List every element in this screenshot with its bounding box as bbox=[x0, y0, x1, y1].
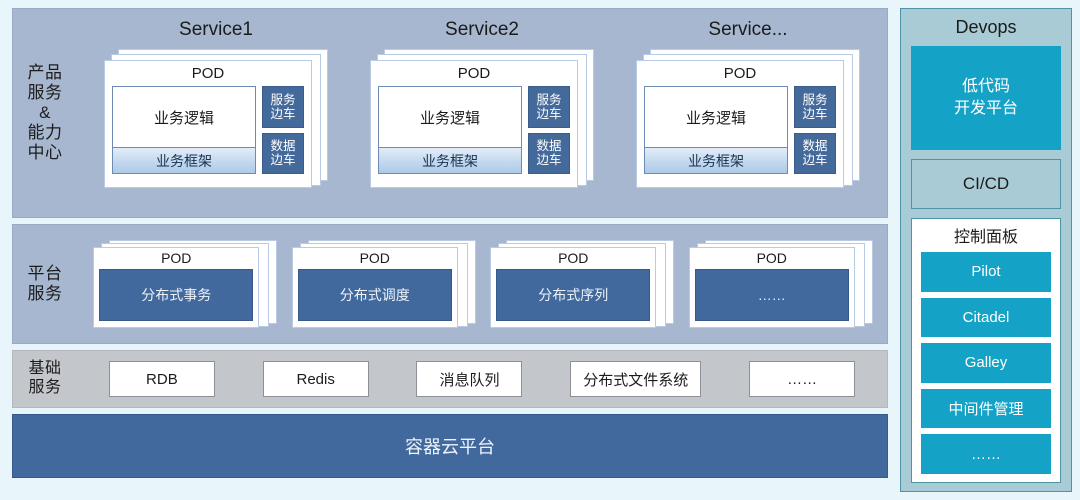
platform-pod-stack[interactable]: POD 分布式调度 bbox=[291, 240, 476, 328]
service-sidecar-box: 服务 边车 bbox=[262, 86, 304, 128]
pod-title: POD bbox=[359, 250, 390, 266]
service-sidecar-box: 服务 边车 bbox=[794, 86, 836, 128]
service-group-container: Service1 POD 业务逻辑 业务框架 bbox=[77, 9, 887, 217]
devops-title: Devops bbox=[955, 17, 1017, 37]
layer-platform-services: 平台 服务 POD 分布式事务 POD 分布式调度 bbox=[12, 224, 888, 344]
business-framework-bar: 业务框架 bbox=[379, 147, 521, 173]
infra-item-distributed-filesystem[interactable]: 分布式文件系统 bbox=[570, 361, 702, 397]
platform-service-label: …… bbox=[694, 269, 849, 321]
business-logic-column: 业务逻辑 业务框架 bbox=[378, 86, 522, 174]
business-logic-column: 业务逻辑 业务框架 bbox=[112, 86, 256, 174]
platform-pod-card[interactable]: POD 分布式事务 bbox=[93, 247, 260, 328]
infra-item-message-queue[interactable]: 消息队列 bbox=[416, 361, 523, 397]
pod-body: 业务逻辑 业务框架 服务 边车 数据 边车 bbox=[378, 86, 570, 174]
control-item-middleware-management[interactable]: 中间件管理 bbox=[921, 388, 1051, 429]
pod-title: POD bbox=[457, 65, 491, 82]
service-title: Service... bbox=[708, 19, 788, 40]
service-block[interactable]: Service1 POD 业务逻辑 业务框架 bbox=[90, 9, 342, 189]
main-stack-column: 产品 服务 & 能力 中心 Service1 POD 业务逻辑 bbox=[12, 8, 888, 492]
cicd-box[interactable]: CI/CD bbox=[911, 159, 1061, 209]
pod-stack[interactable]: POD 业务逻辑 业务框架 服务 边车 数据 边车 bbox=[370, 49, 594, 189]
pod-title: POD bbox=[558, 250, 589, 266]
service-title: Service1 bbox=[179, 19, 253, 40]
data-sidecar-box: 数据 边车 bbox=[794, 132, 836, 174]
control-panel-list: Pilot Citadel Galley 中间件管理 …… bbox=[921, 252, 1051, 474]
sidecar-column: 服务 边车 数据 边车 bbox=[528, 86, 570, 174]
business-framework-bar: 业务框架 bbox=[113, 147, 255, 173]
pod-body: 业务逻辑 业务框架 服务 边车 数据 边车 bbox=[644, 86, 836, 174]
service-block[interactable]: Service2 POD 业务逻辑 业务框架 bbox=[356, 9, 608, 189]
control-item-pilot[interactable]: Pilot bbox=[921, 252, 1051, 292]
platform-pod-card[interactable]: POD …… bbox=[688, 247, 855, 328]
platform-service-label: 分布式序列 bbox=[496, 269, 651, 321]
sidecar-column: 服务 边车 数据 边车 bbox=[262, 86, 304, 174]
service-block[interactable]: Service... POD 业务逻辑 业务框架 bbox=[622, 9, 874, 189]
control-panel-title: 控制面板 bbox=[953, 229, 1018, 246]
platform-pod-stack[interactable]: POD 分布式事务 bbox=[93, 240, 278, 328]
layer-label-platform: 平台 服务 bbox=[27, 263, 63, 303]
service-sidecar-box: 服务 边车 bbox=[528, 86, 570, 128]
pod-title: POD bbox=[723, 65, 757, 82]
business-logic-label: 业务逻辑 bbox=[153, 109, 214, 127]
pod-stack[interactable]: POD 业务逻辑 业务框架 服务 边车 数据 边车 bbox=[636, 49, 860, 189]
platform-pod-container: POD 分布式事务 POD 分布式调度 POD bbox=[77, 240, 887, 328]
infrastructure-items-container: RDB Redis 消息队列 分布式文件系统 …… bbox=[77, 361, 887, 397]
data-sidecar-box: 数据 边车 bbox=[528, 132, 570, 174]
infra-item-rdb[interactable]: RDB bbox=[108, 361, 215, 397]
platform-service-label: 分布式调度 bbox=[297, 269, 452, 321]
pod-card[interactable]: POD 业务逻辑 业务框架 服务 边车 数据 边车 bbox=[636, 60, 844, 188]
layer-infrastructure-services: 基础 服务 RDB Redis 消息队列 分布式文件系统 …… bbox=[12, 350, 888, 408]
data-sidecar-box: 数据 边车 bbox=[262, 132, 304, 174]
infra-item-redis[interactable]: Redis bbox=[262, 361, 369, 397]
control-panel-box: 控制面板 Pilot Citadel Galley 中间件管理 …… bbox=[911, 218, 1061, 483]
pod-title: POD bbox=[756, 250, 787, 266]
pod-card[interactable]: POD 业务逻辑 业务框架 服务 边车 数据 边车 bbox=[104, 60, 312, 188]
control-item-galley[interactable]: Galley bbox=[921, 343, 1051, 383]
platform-service-label: 分布式事务 bbox=[99, 269, 254, 321]
layer-product-services: 产品 服务 & 能力 中心 Service1 POD 业务逻辑 bbox=[12, 8, 888, 218]
layer-container-cloud-platform: 容器云平台 bbox=[12, 414, 888, 478]
pod-card[interactable]: POD 业务逻辑 业务框架 服务 边车 数据 边车 bbox=[370, 60, 578, 188]
business-logic-label: 业务逻辑 bbox=[685, 109, 746, 127]
pod-body: 业务逻辑 业务框架 服务 边车 数据 边车 bbox=[112, 86, 304, 174]
business-framework-bar: 业务框架 bbox=[645, 147, 787, 173]
pod-title: POD bbox=[191, 65, 225, 82]
control-item-more[interactable]: …… bbox=[921, 434, 1051, 474]
platform-pod-card[interactable]: POD 分布式调度 bbox=[291, 247, 458, 328]
platform-pod-stack[interactable]: POD …… bbox=[688, 240, 873, 328]
lowcode-platform-box[interactable]: 低代码 开发平台 bbox=[911, 46, 1061, 150]
layer-label-product: 产品 服务 & 能力 中心 bbox=[27, 62, 63, 163]
pod-stack[interactable]: POD 业务逻辑 业务框架 服务 边车 数据 边车 bbox=[104, 49, 328, 189]
platform-pod-card[interactable]: POD 分布式序列 bbox=[490, 247, 657, 328]
devops-panel: Devops 低代码 开发平台 CI/CD 控制面板 Pilot Citadel… bbox=[900, 8, 1072, 492]
platform-pod-stack[interactable]: POD 分布式序列 bbox=[490, 240, 675, 328]
business-logic-label: 业务逻辑 bbox=[419, 109, 480, 127]
control-item-citadel[interactable]: Citadel bbox=[921, 297, 1051, 338]
layer-label-infrastructure: 基础 服务 bbox=[28, 360, 62, 396]
service-title: Service2 bbox=[445, 19, 519, 40]
infra-item-more[interactable]: …… bbox=[749, 361, 856, 397]
pod-title: POD bbox=[161, 250, 192, 266]
business-logic-column: 业务逻辑 业务框架 bbox=[644, 86, 788, 174]
sidecar-column: 服务 边车 数据 边车 bbox=[794, 86, 836, 174]
